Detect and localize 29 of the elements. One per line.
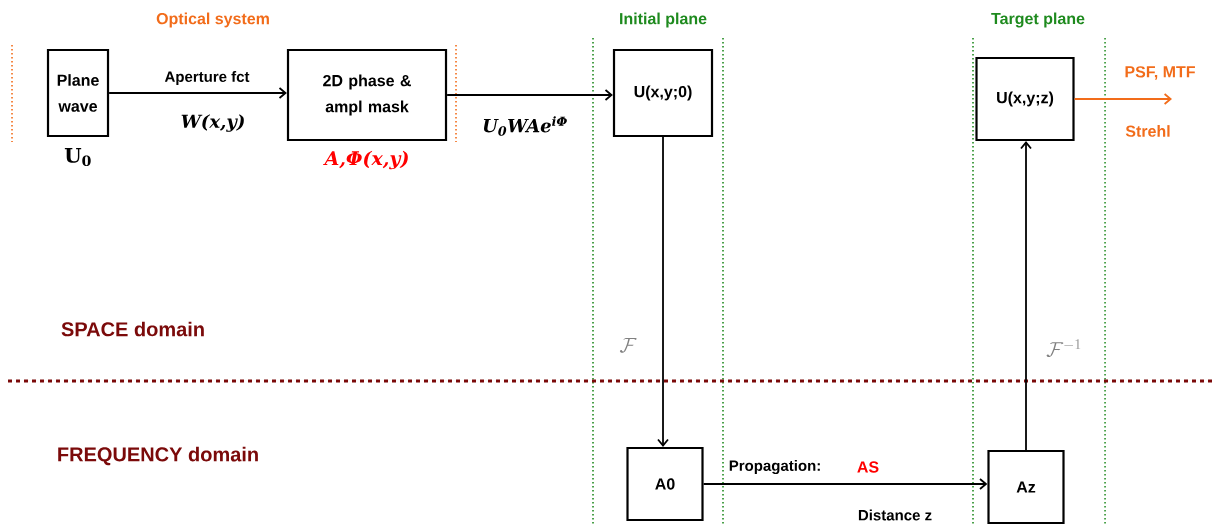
text-label: SPACE domain — [61, 321, 204, 337]
text-label: Target plane — [991, 12, 1085, 28]
edge-label: U$_{0}$WAe$^{iΦ}$ — [483, 116, 567, 136]
node-caption: A,Φ(x,y) — [323, 150, 408, 170]
arrow — [108, 87, 287, 99]
edge-label: $\mathcal{F}$ — [619, 337, 637, 353]
edge-label: $\mathcal{F}^{-1}$ — [1046, 339, 1081, 358]
arrow — [1020, 141, 1032, 451]
arrow — [446, 89, 613, 101]
text-label: AS — [857, 461, 879, 473]
text-label: Distance z — [858, 509, 932, 521]
arrow — [702, 478, 988, 490]
text-label: FREQUENCY domain — [58, 446, 258, 466]
process-box: Plane wave — [46, 48, 110, 138]
edge-label: Aperture fct — [164, 71, 250, 85]
text-label: Initial plane — [620, 12, 707, 28]
arrow — [657, 136, 669, 447]
edge-label: Propagation: — [729, 459, 820, 474]
node-caption: U$_{0}$ — [64, 148, 91, 166]
process-box: U(x,y;0) — [612, 48, 714, 138]
process-box: Az — [987, 449, 1065, 525]
process-box: A0 — [626, 446, 704, 522]
process-box: U(x,y;z) — [975, 56, 1075, 142]
text-label: W(x,y) — [181, 114, 244, 132]
process-box: 2D phase & ampl mask — [286, 48, 448, 142]
edge-label: PSF, MTF — [1125, 66, 1195, 80]
text-label: Strehl — [1125, 125, 1170, 137]
text-label: Optical system — [156, 12, 269, 28]
arrow — [1073, 93, 1172, 105]
